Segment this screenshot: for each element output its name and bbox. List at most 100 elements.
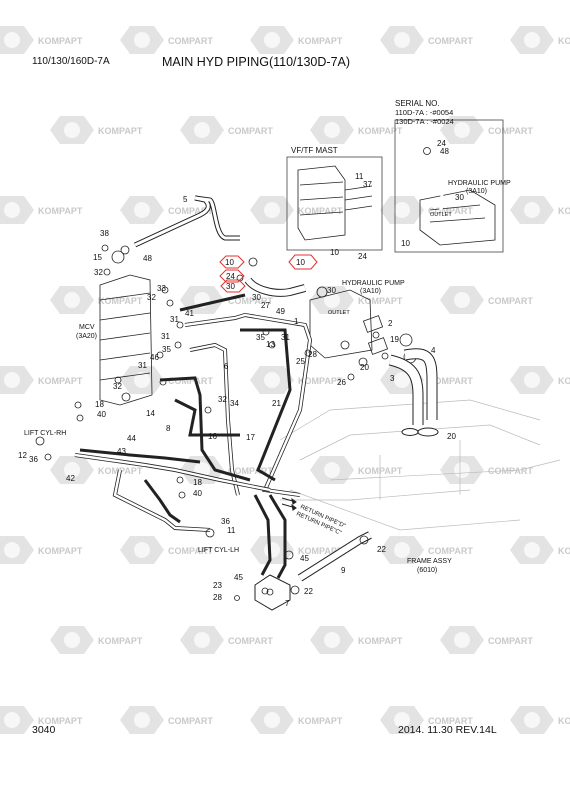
watermark-brand: KOMPAPT bbox=[558, 716, 570, 726]
watermark-ring bbox=[394, 372, 410, 388]
callout-number: 18 bbox=[95, 400, 104, 409]
callout-number: 15 bbox=[93, 253, 102, 262]
watermark-logo: KOMPAPT bbox=[50, 456, 143, 484]
callout-number: 30 bbox=[252, 293, 261, 302]
watermark-logo: COMPART bbox=[120, 196, 213, 224]
watermark-brand: KOMPAPT bbox=[358, 636, 403, 646]
watermark-logo: COMPART bbox=[380, 196, 473, 224]
callout-number: 32 bbox=[94, 268, 103, 277]
callout-number: 31 bbox=[170, 315, 179, 324]
callout-number: 27 bbox=[261, 301, 270, 310]
watermark-logo: KOMPAPT bbox=[510, 706, 570, 734]
callout-number: 43 bbox=[117, 447, 126, 456]
watermark-logo: KOMPAPT bbox=[310, 626, 403, 654]
watermark-brand: KOMPAPT bbox=[98, 126, 143, 136]
watermark-logo: KOMPAPT bbox=[250, 706, 343, 734]
watermark-ring bbox=[454, 632, 470, 648]
watermark-brand: COMPART bbox=[428, 716, 473, 726]
highlight-hexagons bbox=[219, 254, 318, 293]
callout-number: 44 bbox=[127, 434, 136, 443]
watermark-ring bbox=[524, 202, 540, 218]
watermark-logo: KOMPAPT bbox=[510, 536, 570, 564]
watermark-ring bbox=[64, 462, 80, 478]
watermark-ring bbox=[4, 542, 20, 558]
watermark-brand: KOMPAPT bbox=[38, 716, 83, 726]
callout-number: 26 bbox=[337, 378, 346, 387]
watermark-ring bbox=[4, 32, 20, 48]
frame-assy-outline bbox=[279, 399, 561, 531]
callout-number: 21 bbox=[272, 399, 281, 408]
watermark-brand: KOMPAPT bbox=[558, 376, 570, 386]
model-code: 110/130/160D-7A bbox=[32, 56, 110, 67]
watermark-ring bbox=[64, 632, 80, 648]
serial-pump-label: HYDRAULIC PUMP bbox=[448, 180, 511, 187]
callout-number: 30 bbox=[327, 286, 336, 295]
callout-number: 19 bbox=[390, 335, 399, 344]
watermark-brand: KOMPAPT bbox=[38, 36, 83, 46]
callout-number: 11 bbox=[227, 526, 236, 535]
serial-pump-ref: (3A10) bbox=[466, 188, 487, 195]
watermark-ring bbox=[394, 712, 410, 728]
callout-number: 31 bbox=[161, 332, 170, 341]
callout-number: 37 bbox=[363, 180, 372, 189]
callout-number: 23 bbox=[213, 581, 222, 590]
watermark-brand: KOMPAPT bbox=[558, 36, 570, 46]
watermark-brand: KOMPAPT bbox=[298, 716, 343, 726]
callout-number: 10 bbox=[330, 248, 339, 257]
watermark-logo: COMPART bbox=[380, 706, 473, 734]
watermark-ring bbox=[394, 542, 410, 558]
callout-number: 25 bbox=[296, 357, 305, 366]
watermark-brand: COMPART bbox=[428, 36, 473, 46]
callout-number: 33 bbox=[157, 284, 166, 293]
callout-number: 42 bbox=[66, 474, 75, 483]
watermark-brand: COMPART bbox=[168, 716, 213, 726]
callout-number: 28 bbox=[308, 350, 317, 359]
serial-no-title: SERIAL NO. bbox=[395, 99, 440, 108]
hyd-pump-ref: (3A10) bbox=[360, 288, 381, 295]
watermark-ring bbox=[134, 542, 150, 558]
watermark-ring bbox=[134, 32, 150, 48]
callout-number: 49 bbox=[276, 307, 285, 316]
piping bbox=[74, 195, 439, 582]
vf-tf-mast-title: VF/TF MAST bbox=[291, 146, 338, 155]
watermark-logo: KOMPAPT bbox=[0, 536, 83, 564]
callout-number: 14 bbox=[146, 409, 155, 418]
watermark-brand: COMPART bbox=[428, 206, 473, 216]
callout-number: 8 bbox=[166, 424, 171, 433]
watermark-brand: KOMPAPT bbox=[558, 206, 570, 216]
callout-number: 30 bbox=[455, 193, 464, 202]
frame-assy-label: FRAME ASSY bbox=[407, 558, 452, 565]
watermark-ring bbox=[64, 122, 80, 138]
watermark-ring bbox=[324, 462, 340, 478]
callout-number: 3 bbox=[390, 374, 395, 383]
callout-number: 20 bbox=[447, 432, 456, 441]
watermark-brand: KOMPAPT bbox=[98, 296, 143, 306]
fittings bbox=[35, 244, 389, 601]
watermark-ring bbox=[134, 712, 150, 728]
callout-number: 18 bbox=[193, 478, 202, 487]
watermark-brand: COMPART bbox=[168, 206, 213, 216]
callout-number: 11 bbox=[355, 172, 364, 181]
callout-number: 35 bbox=[162, 345, 171, 354]
watermark-logo: COMPART bbox=[180, 626, 273, 654]
watermark-logo: KOMPAPT bbox=[50, 626, 143, 654]
watermark-logo: COMPART bbox=[120, 366, 213, 394]
callout-number: 32 bbox=[113, 382, 122, 391]
callout-number: 40 bbox=[97, 410, 106, 419]
callout-number: 48 bbox=[143, 254, 152, 263]
watermark-brand: COMPART bbox=[488, 466, 533, 476]
watermark-logo: KOMPAPT bbox=[250, 196, 343, 224]
callout-number: 41 bbox=[185, 309, 194, 318]
callout-number: 10 bbox=[296, 258, 305, 267]
callout-number: 5 bbox=[183, 195, 188, 204]
watermark-ring bbox=[454, 462, 470, 478]
callout-number: 9 bbox=[341, 566, 346, 575]
watermark-logo: KOMPAPT bbox=[310, 456, 403, 484]
return-pipe-arrows bbox=[281, 497, 297, 511]
callout-number: 10 bbox=[401, 239, 410, 248]
outlet-label: OUTLET bbox=[328, 310, 350, 316]
watermark-logo: KOMPAPT bbox=[310, 116, 403, 144]
serial-outlet-label: OUTLET bbox=[430, 212, 452, 218]
callout-number: 24 bbox=[437, 139, 446, 148]
callout-number: 31 bbox=[281, 333, 290, 342]
